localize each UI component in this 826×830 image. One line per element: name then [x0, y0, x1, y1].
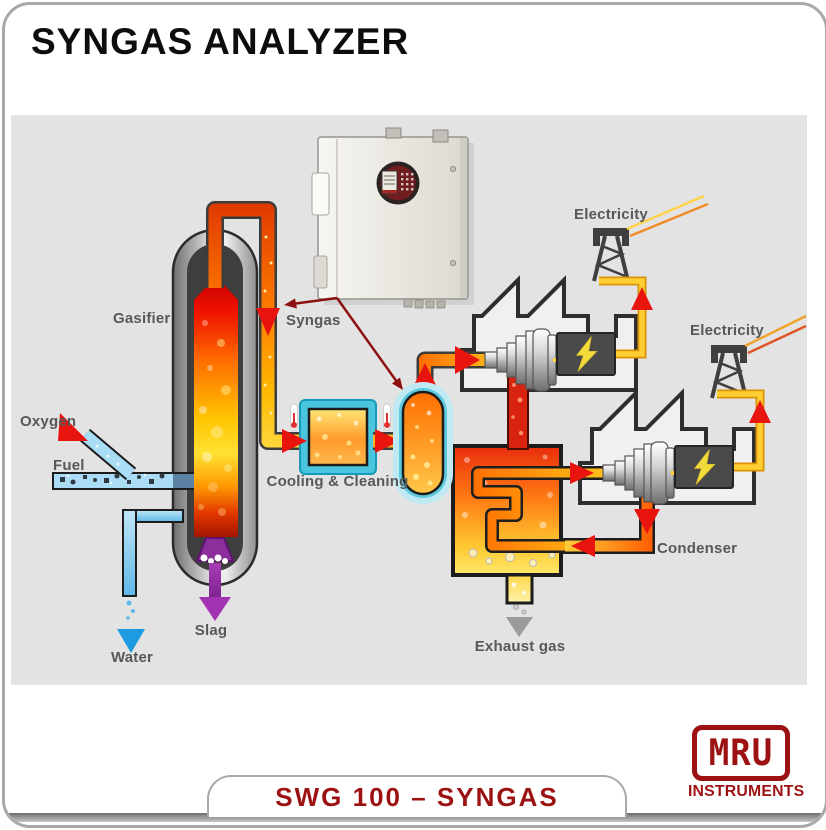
flow-arrow-right [455, 346, 480, 374]
label-condenser: Condenser [657, 540, 738, 557]
label-gasifier: Gasifier [113, 310, 171, 327]
gasifier-fire [194, 276, 238, 537]
label-water: Water [110, 649, 154, 666]
cooling-cleaning-box [299, 399, 377, 475]
flow-arrow-right [375, 429, 400, 453]
oxygen-pipe [79, 428, 137, 481]
flow-arrow-down [634, 509, 660, 534]
mru-logo-text: MRU [708, 731, 774, 775]
thermometer-icon [382, 403, 392, 431]
analyzer-display [376, 161, 420, 205]
label-exhaust-gas: Exhaust gas [474, 638, 566, 655]
model-text: SWG 100 – SYNGAS [275, 781, 559, 812]
cabinet-hinge [311, 172, 330, 216]
process-diagram [11, 115, 807, 685]
page-title: SYNGAS ANALYZER [31, 21, 410, 62]
power-pylon-2-icon [709, 314, 807, 400]
oxygen-arrow-icon [58, 413, 88, 441]
scrubber-vessel [393, 382, 453, 504]
generator-2 [674, 445, 734, 489]
flow-arrow-right [282, 429, 307, 453]
mru-logo-box: MRU [692, 725, 790, 781]
power-pylon-1-icon [591, 194, 709, 283]
analyzer-cabinet [311, 127, 474, 309]
power-cable-1 [599, 276, 653, 359]
generator-1 [556, 332, 616, 376]
label-slag: Slag [194, 622, 228, 639]
analyzer-pointer-arrows [284, 296, 403, 390]
page-bottom-band [5, 813, 825, 822]
slag-outlet [195, 537, 235, 621]
model-tab: SWG 100 – SYNGAS [207, 775, 627, 817]
flow-arrow-right [570, 462, 594, 484]
slag-arrow-icon [199, 597, 231, 621]
flow-arrow-left [571, 535, 595, 557]
mru-logo: MRU INSTRUMENTS [687, 725, 805, 801]
label-syngas: Syngas [286, 312, 341, 329]
exhaust-chute [505, 573, 534, 637]
label-fuel: Fuel [53, 457, 85, 474]
label-cooling-cleaning: Cooling & Cleaning [266, 473, 409, 490]
label-oxygen: Oxygen [20, 413, 77, 430]
label-electricity-1: Electricity [574, 206, 648, 223]
thermometer-icon [289, 403, 299, 431]
exchanger-coil [471, 466, 606, 553]
mru-logo-subtitle: INSTRUMENTS [687, 783, 805, 800]
water-pipe [117, 509, 184, 653]
power-cable-2 [717, 389, 771, 472]
exhaust-arrow-icon [506, 617, 533, 637]
flow-arrow-down [256, 308, 280, 336]
syngas-pipe [206, 201, 303, 450]
label-electricity-2: Electricity [690, 322, 764, 339]
water-arrow-icon [117, 629, 145, 653]
